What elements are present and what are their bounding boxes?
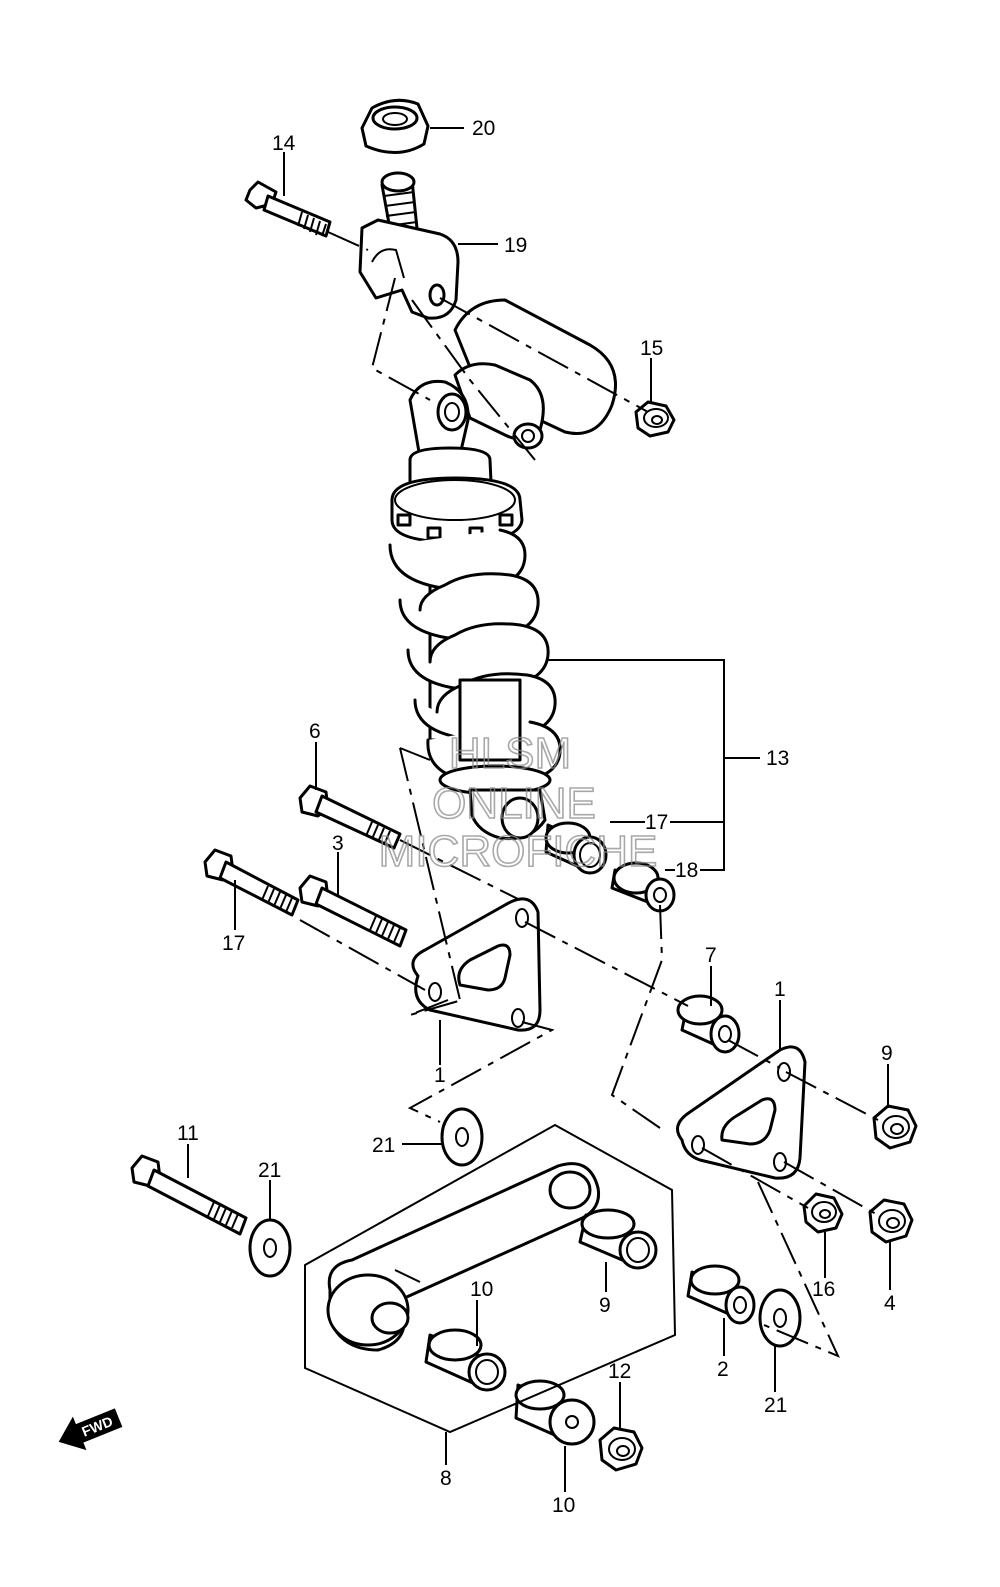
part-bolt-18 — [203, 848, 300, 917]
callout-19: 19 — [504, 234, 527, 257]
callout-18: 17 — [222, 932, 245, 955]
callout-21-upper: 21 — [372, 1134, 395, 1157]
part-nut-17-upper — [634, 400, 676, 438]
callout-11: 11 — [177, 1122, 199, 1145]
watermark: HLSM ONLINE MICROFICHE — [378, 728, 658, 877]
callout-7: 9 — [881, 1042, 893, 1065]
callout-17-upper: 15 — [640, 337, 663, 360]
part-cushion-lever-1-left — [411, 897, 542, 1032]
part-upper-bracket-19 — [358, 171, 460, 320]
callouts: 20 14 19 15 13 17 18 6 3 17 7 1 9 1 21 1… — [177, 117, 896, 1517]
part-bearing-9-upper — [578, 1208, 658, 1270]
callout-1-left: 1 — [434, 1064, 446, 1087]
callout-14: 17 — [645, 811, 668, 834]
part-bearing-9-lower — [424, 1328, 507, 1392]
group-box-8 — [304, 1123, 677, 1434]
part-cushion-rod-8 — [326, 1162, 601, 1352]
part-nut-12 — [598, 1426, 644, 1472]
part-bolt-6 — [298, 784, 402, 850]
callout-12: 12 — [608, 1360, 631, 1383]
watermark-line-2: ONLINE — [432, 779, 596, 828]
part-cushion-lever-1-right — [676, 1045, 807, 1180]
callout-21-left: 21 — [258, 1159, 281, 1182]
callout-5: 7 — [705, 944, 717, 967]
callout-16: 14 — [272, 132, 296, 155]
fwd-arrow-icon: FWD — [58, 1408, 123, 1451]
assembly-lines — [299, 231, 879, 1358]
callout-20: 20 — [472, 117, 495, 140]
part-bearing-14 — [544, 821, 608, 875]
part-spacer-15 — [610, 861, 676, 913]
callout-21-right: 21 — [764, 1394, 787, 1417]
part-nut-7 — [872, 1104, 918, 1150]
callout-2: 2 — [717, 1358, 729, 1381]
part-spacer-10 — [514, 1379, 596, 1446]
leader-lines — [187, 127, 891, 1492]
callout-8: 8 — [440, 1467, 452, 1490]
part-spacer-2 — [686, 1264, 756, 1325]
part-bolt-3 — [298, 874, 408, 948]
bracket-13 — [548, 659, 725, 871]
callout-9-lower: 10 — [470, 1278, 493, 1301]
part-spacer-5 — [676, 994, 741, 1054]
callout-13: 13 — [766, 747, 789, 770]
part-shock-absorber-13 — [388, 379, 562, 841]
callout-4: 4 — [884, 1292, 896, 1315]
callout-10: 10 — [552, 1494, 575, 1517]
part-nut-4 — [868, 1198, 914, 1244]
part-bolt-16 — [244, 180, 332, 238]
part-bolt-11 — [130, 1154, 248, 1236]
callout-9-upper: 9 — [599, 1294, 611, 1317]
callout-15: 18 — [675, 859, 698, 882]
shock-reservoir — [453, 298, 617, 450]
callout-17-lower: 16 — [812, 1278, 835, 1301]
part-washer-21-right — [758, 1288, 802, 1348]
part-nut-20 — [360, 98, 430, 154]
callout-1-right: 1 — [774, 978, 786, 1001]
watermark-line-1: HLSM — [449, 729, 571, 778]
watermark-line-3: MICROFICHE — [379, 827, 658, 876]
callout-6: 6 — [309, 720, 321, 743]
part-washer-21-left — [248, 1218, 292, 1278]
part-nut-17-lower — [802, 1192, 844, 1234]
part-washer-21-upper — [440, 1107, 484, 1167]
callout-3: 3 — [332, 832, 344, 855]
